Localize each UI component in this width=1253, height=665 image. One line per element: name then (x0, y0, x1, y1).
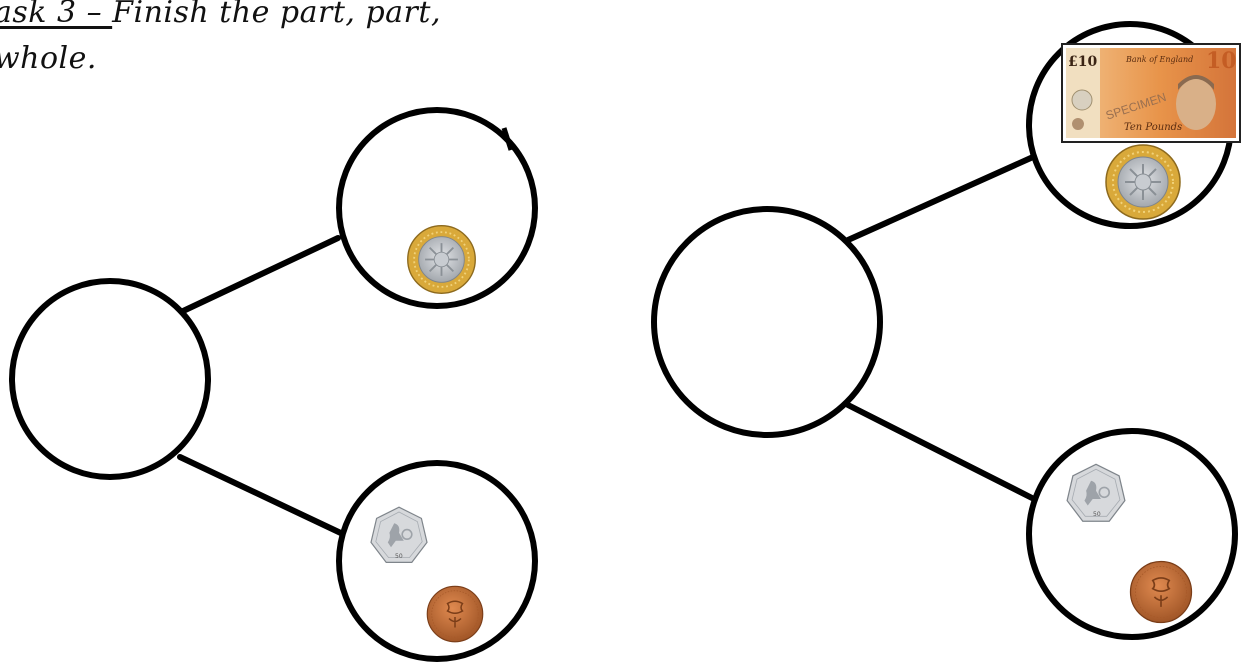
fifty-pence-label: 50 (1093, 511, 1101, 518)
two-pound-coin (408, 226, 476, 294)
note-words: Ten Pounds (1124, 122, 1182, 133)
whole-circle-right[interactable] (654, 209, 880, 435)
two-pence-coin (1130, 561, 1191, 622)
portrait (1176, 78, 1216, 130)
part-circle-right-bottom (1029, 431, 1235, 637)
two-pound-coin (1106, 145, 1180, 219)
whole-circle-left[interactable] (12, 281, 208, 477)
note-value: £10 (1068, 54, 1097, 70)
two-pence-coin (427, 586, 483, 642)
note-bank-name: Bank of England (1125, 55, 1193, 64)
hologram (1072, 90, 1092, 110)
fifty-pence-label: 50 (395, 553, 403, 560)
note-corner-value: 10 (1206, 48, 1237, 74)
ten-pound-note: £10 10 Bank of England SPECIMEN Ten Poun… (1062, 44, 1240, 142)
